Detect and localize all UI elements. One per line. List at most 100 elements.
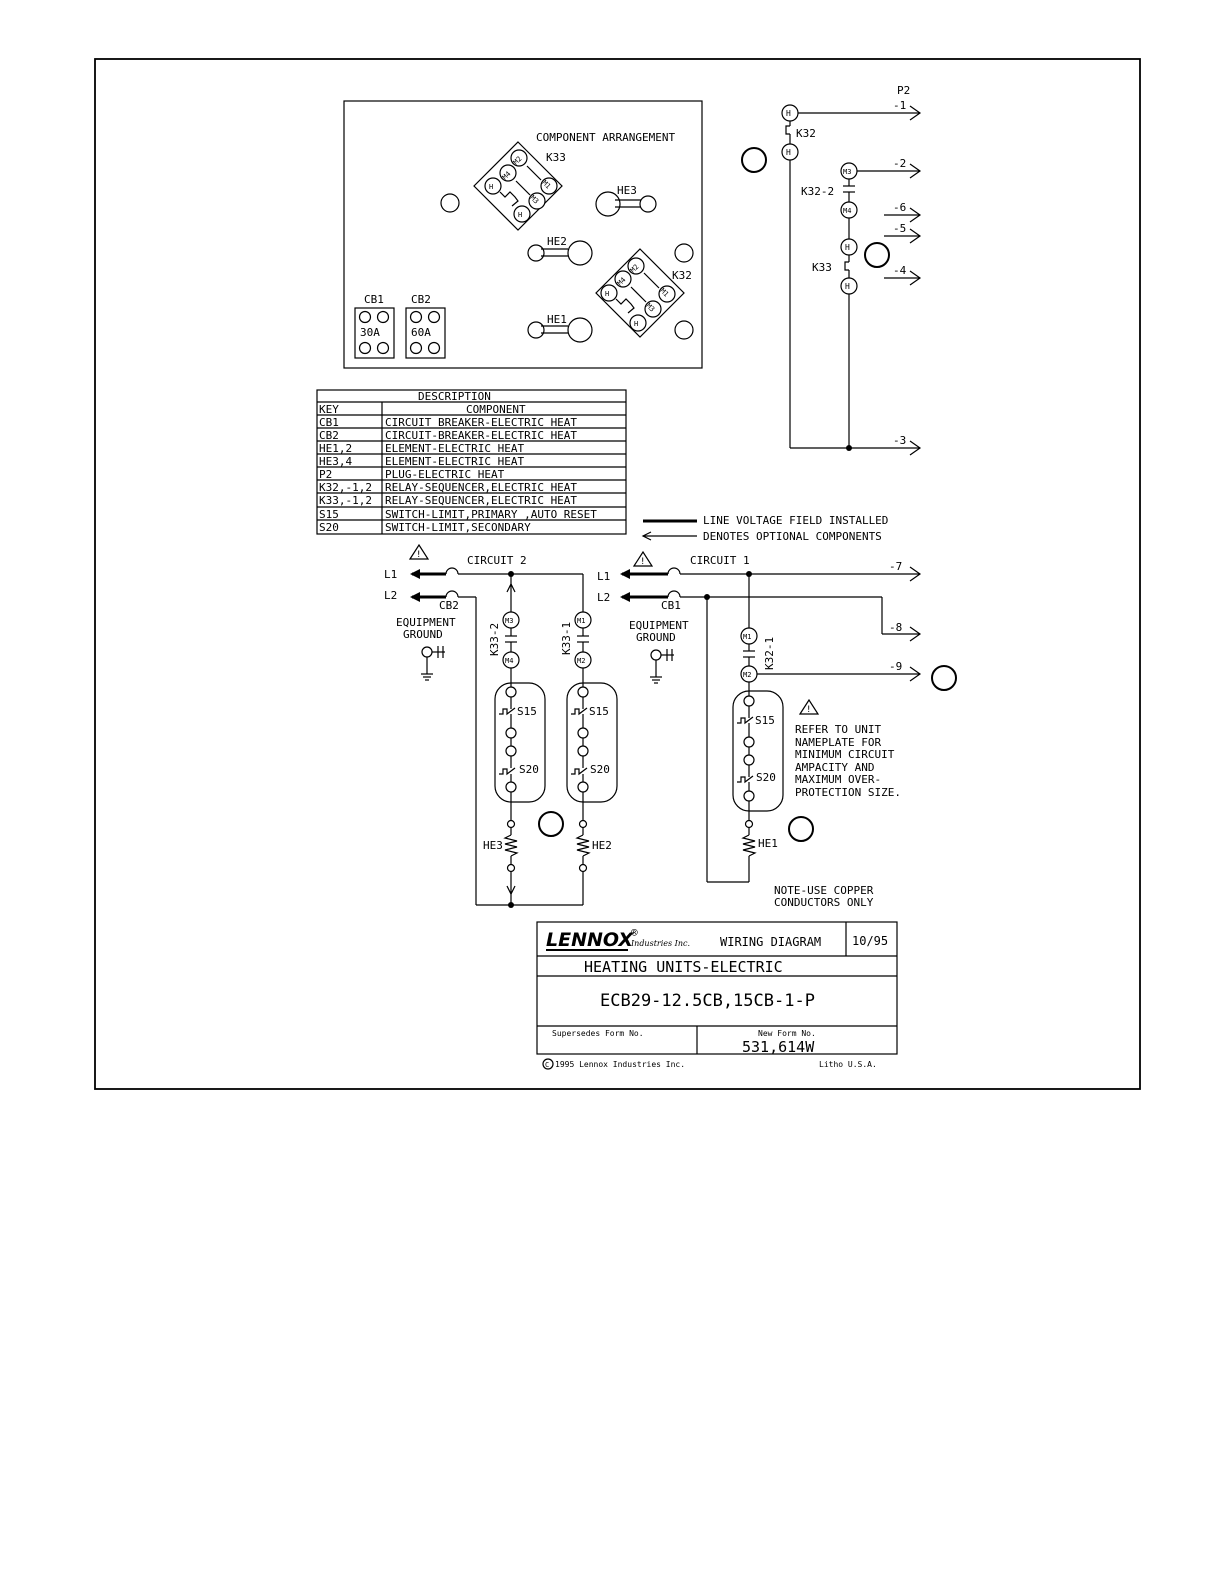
legend-line-voltage: LINE VOLTAGE FIELD INSTALLED bbox=[703, 514, 888, 527]
svg-text:!: ! bbox=[640, 557, 645, 567]
table-key: K33,-1,2 bbox=[319, 494, 372, 507]
circuit-1-schematic: ! CIRCUIT 1 L1 L2 CB1 -7 -8 EQUIPMENT GR… bbox=[597, 550, 922, 883]
table-component: ELEMENT-ELECTRIC HEAT bbox=[385, 455, 524, 468]
table-component: CIRCUIT BREAKER-ELECTRIC HEAT bbox=[385, 416, 577, 429]
circuit-2-label: CIRCUIT 2 bbox=[467, 554, 527, 567]
mounting-hole bbox=[674, 243, 694, 263]
he3-element bbox=[595, 191, 657, 217]
svg-text:M2: M2 bbox=[743, 671, 751, 679]
svg-text:M3: M3 bbox=[529, 194, 541, 206]
copyright-text: 1995 Lennox Industries Inc. bbox=[555, 1060, 685, 1069]
svg-text:60A: 60A bbox=[411, 326, 431, 339]
svg-text:PROTECTION SIZE.: PROTECTION SIZE. bbox=[795, 786, 901, 799]
svg-text:!: ! bbox=[416, 550, 421, 560]
table-key: K32,-1,2 bbox=[319, 481, 372, 494]
optional-component-marker bbox=[931, 665, 957, 691]
svg-text:M3: M3 bbox=[843, 168, 851, 176]
copper-note: NOTE-USE COPPER CONDUCTORS ONLY bbox=[774, 884, 874, 909]
he1-element bbox=[527, 317, 593, 343]
k33-label: K33 bbox=[546, 151, 566, 164]
cb2-schematic-label: CB2 bbox=[439, 599, 459, 612]
mounting-hole bbox=[440, 193, 460, 213]
equipment-label: EQUIPMENT bbox=[629, 619, 689, 632]
table-component: RELAY-SEQUENCER,ELECTRIC HEAT bbox=[385, 494, 577, 507]
svg-text:H: H bbox=[518, 211, 522, 219]
k32-coil-label: K32 bbox=[796, 127, 816, 140]
description-table: DESCRIPTION KEY COMPONENT CB1 CIRCUIT BR… bbox=[316, 389, 627, 535]
s20-label: S20 bbox=[590, 763, 610, 776]
svg-text:M1: M1 bbox=[743, 633, 751, 641]
svg-text:MAXIMUM OVER-: MAXIMUM OVER- bbox=[795, 773, 881, 786]
table-component: CIRCUIT-BREAKER-ELECTRIC HEAT bbox=[385, 429, 577, 442]
s15-label: S15 bbox=[517, 705, 537, 718]
table-component: SWITCH-LIMIT,PRIMARY ,AUTO RESET bbox=[385, 508, 597, 521]
svg-text:M4: M4 bbox=[616, 276, 628, 288]
litho-text: Litho U.S.A. bbox=[819, 1060, 877, 1069]
svg-text:!: ! bbox=[806, 705, 811, 715]
p2-relay-ladder: P2 H -1 K32 H -3 M3 -2 K32-2 M4 H K33 H bbox=[781, 84, 922, 456]
svg-text:M1: M1 bbox=[577, 617, 585, 625]
table-component: PLUG-ELECTRIC HEAT bbox=[385, 468, 505, 481]
mounting-hole bbox=[674, 320, 694, 340]
he2-label: HE2 bbox=[547, 235, 567, 248]
svg-text:M1: M1 bbox=[659, 287, 671, 299]
circuit-2-schematic: ! CIRCUIT 2 L1 L2 CB2 EQUIPMENT GROUND bbox=[384, 543, 618, 908]
table-key: P2 bbox=[319, 468, 332, 481]
pin-label: -7 bbox=[889, 560, 902, 573]
table-component: RELAY-SEQUENCER,ELECTRIC HEAT bbox=[385, 481, 577, 494]
svg-text:M3: M3 bbox=[505, 617, 513, 625]
supersedes-label: Supersedes Form No. bbox=[552, 1029, 644, 1038]
he1-schematic-label: HE1 bbox=[758, 837, 778, 850]
lennox-logo: LENNOX bbox=[546, 929, 634, 951]
svg-text:NAMEPLATE FOR: NAMEPLATE FOR bbox=[795, 736, 881, 749]
svg-text:AMPACITY AND: AMPACITY AND bbox=[795, 761, 874, 774]
svg-text:H: H bbox=[489, 183, 493, 191]
table-header-key: KEY bbox=[319, 403, 339, 416]
pin-label: -3 bbox=[893, 434, 906, 447]
table-title: DESCRIPTION bbox=[418, 390, 491, 403]
registered-mark: ® bbox=[631, 926, 638, 939]
cb2-breaker: 60A bbox=[405, 307, 446, 359]
pin-label: -8 bbox=[889, 621, 902, 634]
svg-text:M4: M4 bbox=[843, 207, 851, 215]
svg-text:M2: M2 bbox=[629, 263, 641, 275]
new-form-number: 531,614W bbox=[742, 1038, 815, 1056]
pin-label: -6 bbox=[893, 201, 906, 214]
p2-label: P2 bbox=[897, 84, 910, 97]
svg-text:C: C bbox=[545, 1061, 549, 1069]
cb1-label: CB1 bbox=[364, 293, 384, 306]
component-arrangement: COMPONENT ARRANGEMENT K33 M2 M1 M4 M3 H … bbox=[343, 100, 703, 369]
he2-element bbox=[527, 240, 593, 266]
svg-text:H: H bbox=[786, 109, 791, 118]
pin-label: -5 bbox=[893, 222, 906, 235]
refer-note: REFER TO UNIT NAMEPLATE FOR MINIMUM CIRC… bbox=[795, 723, 901, 799]
legend-optional: DENOTES OPTIONAL COMPONENTS bbox=[703, 530, 882, 543]
k32-label: K32 bbox=[672, 269, 692, 282]
equipment-label: EQUIPMENT bbox=[396, 616, 456, 629]
table-key: CB2 bbox=[319, 429, 339, 442]
l2-label: L2 bbox=[597, 591, 610, 604]
cb1-breaker: 30A bbox=[354, 307, 395, 359]
circuit-1-label: CIRCUIT 1 bbox=[690, 554, 750, 567]
svg-text:M3: M3 bbox=[645, 302, 657, 314]
l1-label: L1 bbox=[597, 570, 610, 583]
svg-text:NOTE-USE COPPER: NOTE-USE COPPER bbox=[774, 884, 874, 897]
pin-label: -1 bbox=[893, 99, 906, 112]
pin-label: -4 bbox=[893, 264, 907, 277]
table-key: S15 bbox=[319, 508, 339, 521]
svg-text:30A: 30A bbox=[360, 326, 380, 339]
doc-type: WIRING DIAGRAM bbox=[720, 935, 821, 949]
pin-label: -9 bbox=[889, 660, 902, 673]
he1-label: HE1 bbox=[547, 313, 567, 326]
l1-label: L1 bbox=[384, 568, 397, 581]
k33-2-label: K33-2 bbox=[488, 623, 501, 656]
title-block: LENNOX ® Industries Inc. WIRING DIAGRAM … bbox=[536, 921, 898, 1070]
svg-text:H: H bbox=[845, 243, 850, 252]
svg-text:M1: M1 bbox=[541, 179, 553, 191]
k33-relay: M2 M1 M4 M3 H H bbox=[473, 141, 563, 231]
k33-1-label: K33-1 bbox=[560, 622, 573, 655]
table-key: CB1 bbox=[319, 416, 339, 429]
s15-label: S15 bbox=[755, 714, 775, 727]
table-header-component: COMPONENT bbox=[466, 403, 526, 416]
